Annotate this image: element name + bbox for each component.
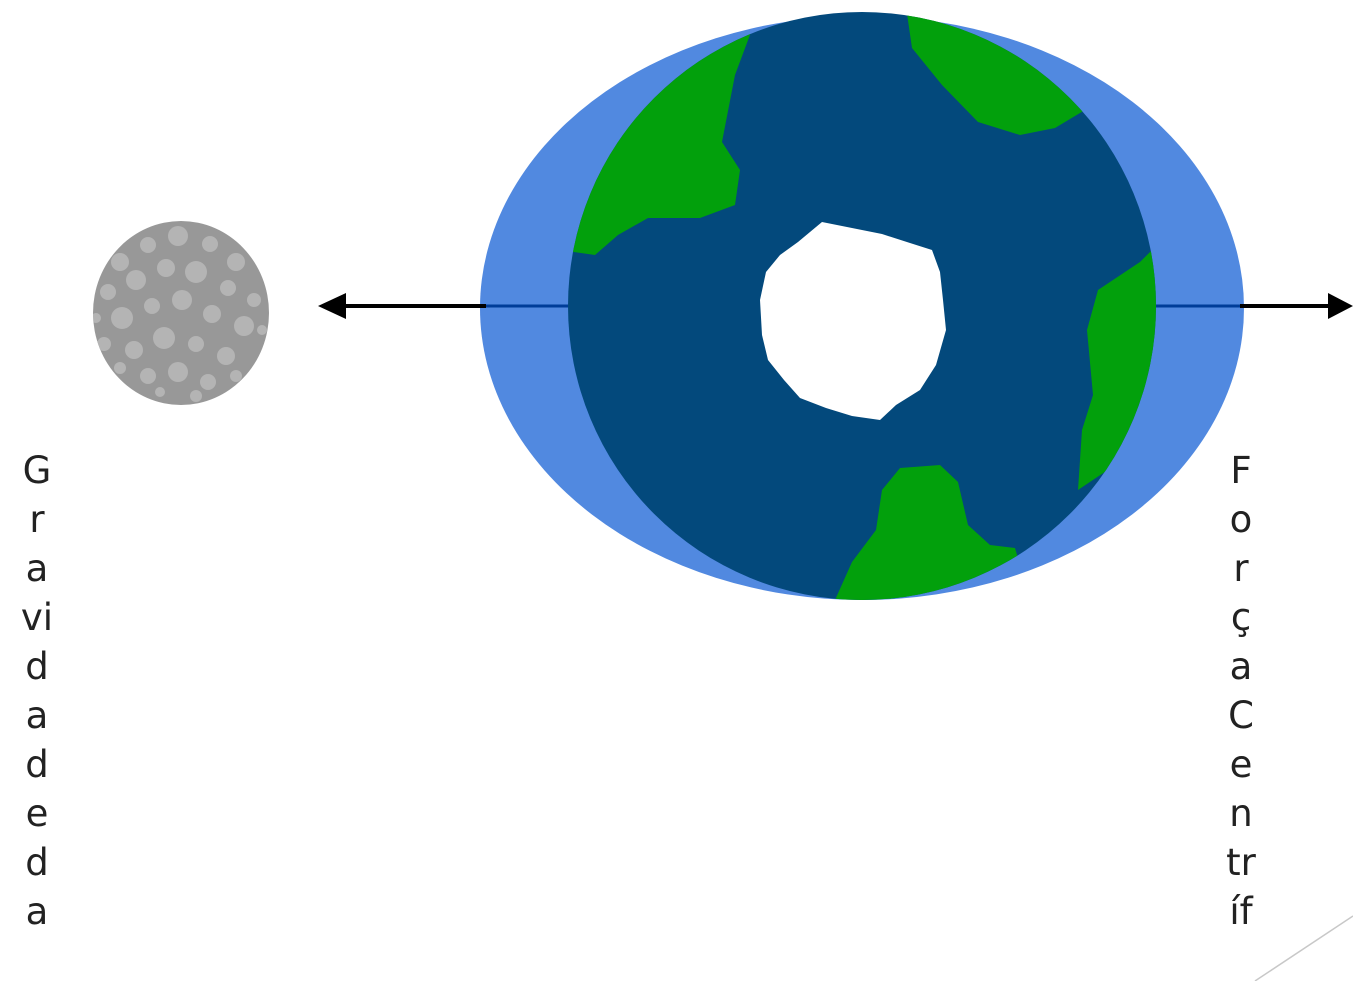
- centrifugal-force-label: ForçaCentríf: [1224, 446, 1258, 936]
- earth: [480, 0, 1244, 600]
- moon: [91, 221, 269, 405]
- gravity-label: Gravidadeda: [20, 446, 54, 936]
- gravity-arrow: [318, 293, 486, 319]
- decorative-corner-line: [1255, 916, 1353, 981]
- centrifugal-arrow: [1240, 293, 1353, 319]
